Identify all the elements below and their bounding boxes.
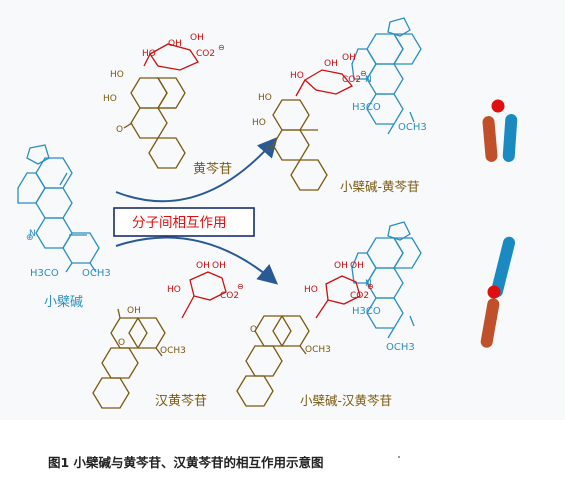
complex1-och3: OCH3 [398,122,427,133]
wogonoside-sugar [181,271,227,319]
arrow-to-baicalin-complex [115,137,278,203]
label-wogonoside: 汉黄芩苷 [155,394,207,409]
complex1-ho-1: HO [258,93,272,103]
complex2-sugar-minus: ⊖ [367,282,374,291]
caption-dot [398,456,400,458]
complex1-o: O [266,145,273,155]
complex2-o: O [250,325,257,335]
complex1-flavone [272,99,328,191]
baicalin-sugar-oh1: OH [168,39,182,49]
baicalin-sugar-oh2: OH [190,33,204,43]
wogonoside-och3: OCH3 [160,346,186,356]
berberine-och3: OCH3 [82,268,111,279]
baicalin-sugar [143,43,199,71]
label-berberine: 小檗碱 [44,295,83,310]
complex1-ho-2: HO [252,118,266,128]
wogonoside-sugar-ho: HO [167,285,181,295]
wogonoside-sugar-minus: ⊖ [237,282,244,291]
complex2-och3: OCH3 [305,345,331,355]
baicalin-ho-1: HO [110,70,124,80]
baicalin-o: O [116,125,123,135]
wogonoside-o: O [118,338,125,348]
complex1-sugar-minus: ⊖ [360,69,367,78]
arrow-to-wogonoside-complex [115,236,279,285]
complex1-sugar [295,69,354,97]
label-baicalin: 黄芩苷 [193,162,232,177]
label-complex-wogonoside: 小檗碱-汉黄芩苷 [300,393,392,408]
complex1-sugar-oh1: OH [324,59,338,69]
complex2-sugar [315,275,361,319]
baicalin-sugar-minus: ⊖ [218,43,225,52]
complex1-berberine [351,17,422,135]
complex2-sugar-ho: HO [304,285,318,295]
wogonoside-sugar-oh1: OH [196,261,210,271]
complex2-berberine [351,221,422,339]
figure-panel [0,0,565,420]
baicalin-sugar-ho: HO [142,49,156,59]
complex1-h3co: H3CO [352,102,381,113]
wogonoside-oh: OH [127,306,141,316]
complex1-sugar-ho: HO [290,71,304,81]
baicalin-sugar-co2: CO2 [196,49,215,59]
baicalin-flavone [123,77,186,169]
wogonoside-flavone [92,308,166,409]
figure-caption: 图1 小檗碱与黄芩苷、汉黄芩苷的相互作用示意图 [48,455,324,470]
wogonoside-sugar-oh2: OH [212,261,226,271]
wogonoside-sugar-co2: CO2 [220,291,239,301]
complex2-sugar-oh1: OH [334,261,348,271]
interaction-box [113,207,255,237]
complex2-n-plus: N [365,279,372,289]
berberine-h3co: H3CO [30,268,59,279]
baicalin-ho-2: HO [103,94,117,104]
berberine-structure [17,144,100,273]
complex2-sugar-oh2: OH [350,261,364,271]
complex2-sugar-co2: CO2 [350,291,369,301]
complex1-sugar-co2: CO2 [342,75,361,85]
model-complex-baicalin [482,99,518,162]
berberine-n-plus: N [29,229,36,239]
complex2-och3: OCH3 [386,342,415,353]
complex2-flavone [236,315,310,407]
berberine-charge-plus: ⊕ [26,233,34,243]
interaction-label: 分子间相互作用 [132,215,227,231]
model-complex-wogonoside [480,236,516,348]
complex1-n-plus: N [365,75,372,85]
complex2-h3co: H3CO [352,306,381,317]
label-complex-baicalin: 小檗碱-黄芩苷 [340,179,420,194]
complex1-sugar-oh2: OH [342,53,356,63]
